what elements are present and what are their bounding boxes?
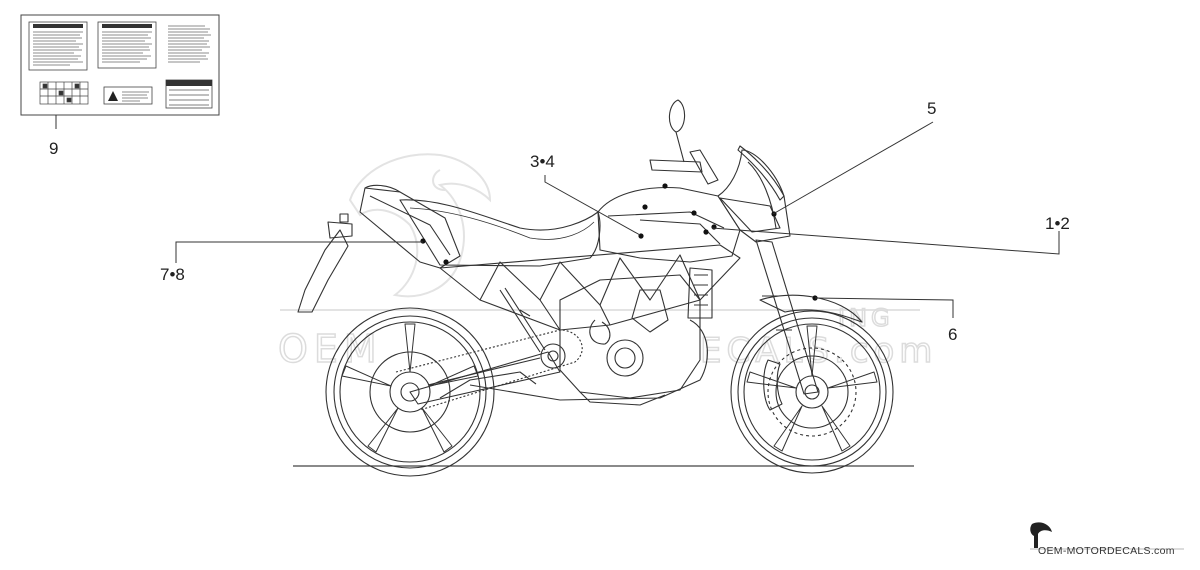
windscreen bbox=[737, 145, 785, 201]
brand-logo-text: OEM-MOTORDECALS.com bbox=[1038, 545, 1175, 557]
warning-label-1 bbox=[28, 21, 88, 71]
callout-7-8: 7•8 bbox=[160, 265, 185, 284]
brand-logo bbox=[1030, 522, 1184, 550]
marker-dot bbox=[642, 204, 648, 210]
leader-lines bbox=[55, 115, 1060, 318]
caution-triangle-label bbox=[103, 86, 153, 105]
swingarm bbox=[409, 351, 561, 405]
warning-label-2 bbox=[97, 21, 157, 69]
trellis-frame bbox=[439, 244, 741, 331]
marker-dot bbox=[691, 210, 697, 216]
motorcycle-drawing bbox=[297, 99, 894, 477]
callout-9: 9 bbox=[49, 139, 59, 158]
front-fairing bbox=[717, 149, 791, 243]
license-holder bbox=[297, 213, 353, 313]
info-label-3 bbox=[168, 25, 211, 63]
marker-dot bbox=[443, 259, 449, 265]
leader-5 bbox=[772, 121, 934, 215]
callout-3-4: 3•4 bbox=[530, 152, 555, 171]
callout-5: 5 bbox=[927, 99, 937, 118]
handlebar-mirror bbox=[649, 99, 719, 185]
exhaust-pipe bbox=[469, 319, 708, 401]
label-sheet bbox=[20, 14, 220, 116]
marker-dot bbox=[703, 229, 709, 235]
front-wheel bbox=[730, 310, 894, 474]
leader-12 bbox=[711, 227, 1060, 255]
front-fender bbox=[759, 294, 863, 323]
tail-section bbox=[359, 184, 461, 269]
spec-table-label bbox=[165, 79, 213, 109]
marker-dot bbox=[420, 238, 426, 244]
callout-1-2: 1•2 bbox=[1045, 214, 1070, 233]
leader-34 bbox=[544, 175, 641, 236]
leader-6 bbox=[814, 297, 954, 318]
pelican-icon bbox=[1030, 522, 1052, 548]
marker-dot bbox=[662, 183, 668, 189]
seat bbox=[399, 199, 601, 267]
marker-dot bbox=[711, 224, 717, 230]
rear-wheel bbox=[325, 307, 495, 477]
fuel-tank bbox=[597, 186, 741, 263]
tire-pressure-grid-label bbox=[39, 81, 89, 105]
radiator bbox=[687, 267, 713, 319]
leader-78 bbox=[175, 241, 423, 263]
engine bbox=[540, 274, 701, 406]
callout-6: 6 bbox=[948, 325, 958, 344]
rear-shock bbox=[499, 287, 546, 353]
